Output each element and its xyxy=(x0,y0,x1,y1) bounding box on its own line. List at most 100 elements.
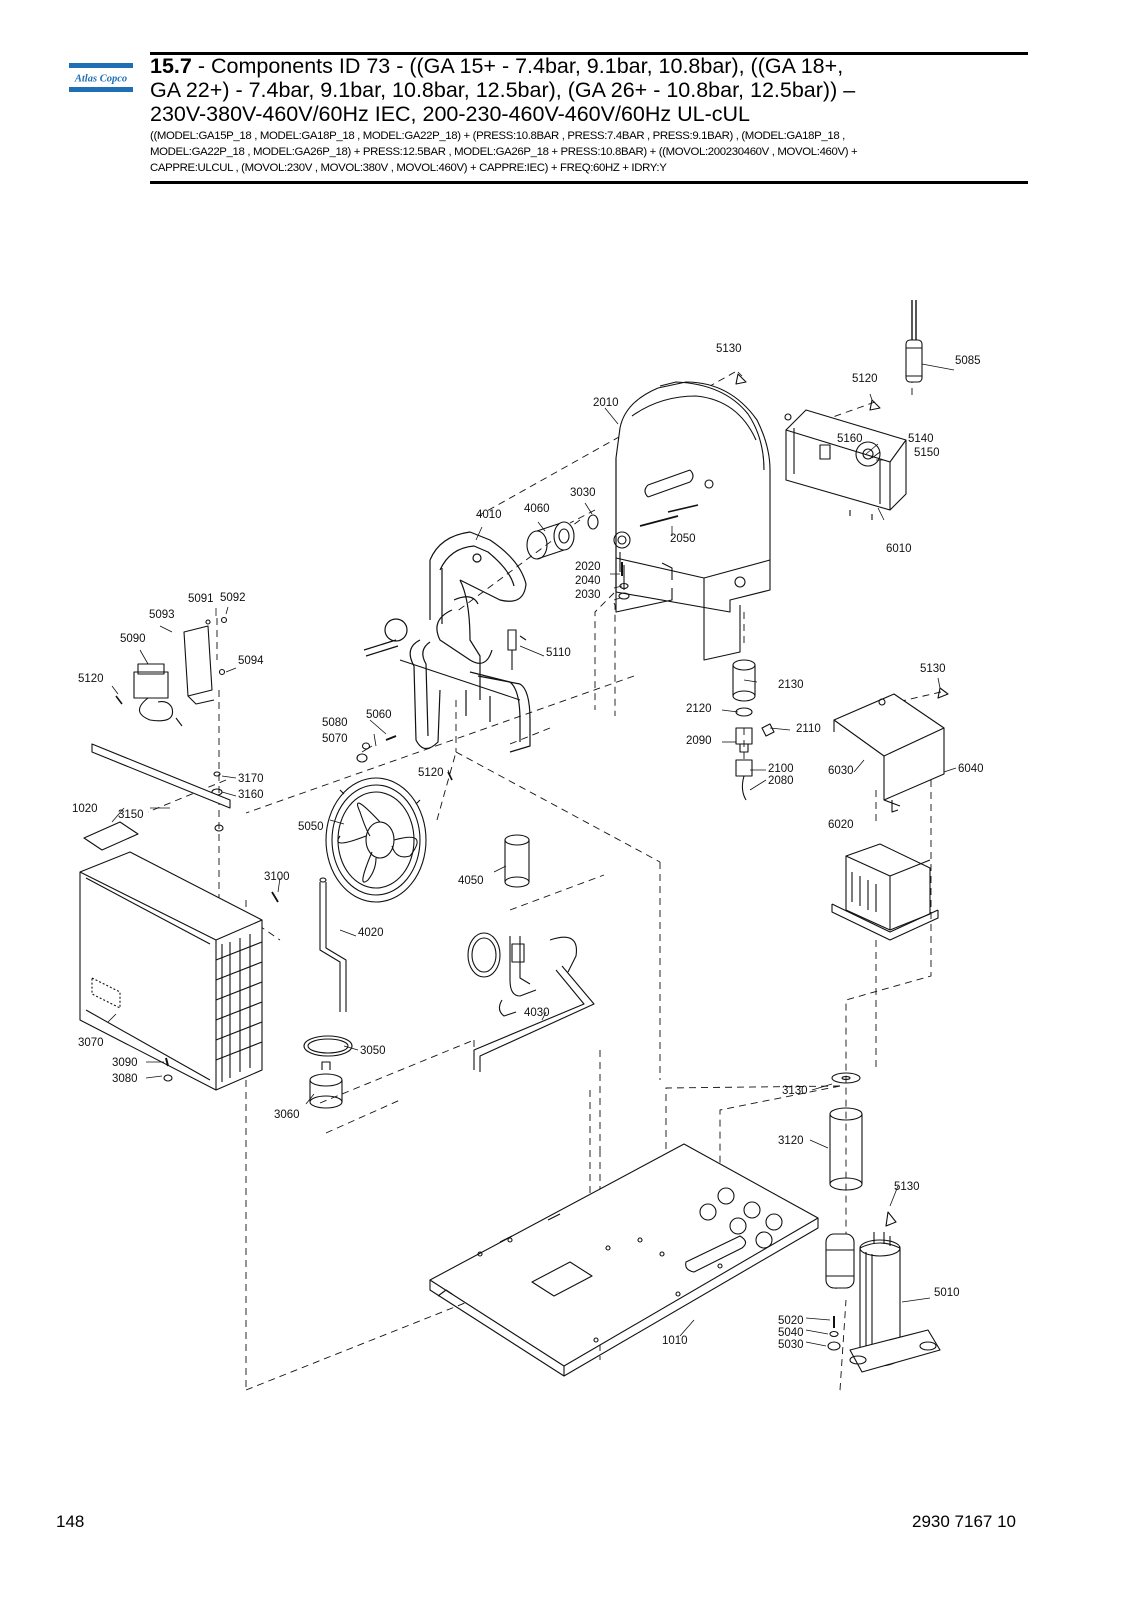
separator-housing-2010 xyxy=(613,381,771,661)
page-number: 148 xyxy=(56,1512,85,1531)
callout-2130: 2130 xyxy=(778,679,804,691)
callout-5130-bottom: 5130 xyxy=(894,1181,920,1193)
callout-4010: 4010 xyxy=(476,509,502,521)
washer-3130 xyxy=(831,1072,861,1084)
callout-labels: 5130 5085 5120 2010 5160 5140 5150 3030 … xyxy=(72,343,984,1351)
callout-3090: 3090 xyxy=(112,1057,138,1069)
callout-3080: 3080 xyxy=(112,1073,138,1085)
pipe-assembly-4030 xyxy=(467,932,595,1072)
callout-3030: 3030 xyxy=(570,487,596,499)
callout-1010: 1010 xyxy=(662,1335,688,1347)
strip-3150 xyxy=(91,743,231,809)
callout-1020: 1020 xyxy=(72,803,98,815)
atlas-copco-logo: Atlas Copco xyxy=(69,62,133,94)
section-number: 15.7 xyxy=(150,54,192,78)
sensor-5085 xyxy=(905,300,923,383)
callout-5130: 5130 xyxy=(716,343,742,355)
filter-drier-3060 xyxy=(309,1061,343,1109)
callout-6030: 6030 xyxy=(828,765,854,777)
screw-5120-left xyxy=(115,695,123,705)
callout-5090: 5090 xyxy=(120,633,146,645)
callout-5010: 5010 xyxy=(934,1287,960,1299)
callout-5140: 5140 xyxy=(908,433,934,445)
sleeve-4050 xyxy=(504,834,530,888)
callout-3160: 3160 xyxy=(238,789,264,801)
valve-5110 xyxy=(507,629,527,670)
callout-2020: 2020 xyxy=(575,561,601,573)
screw-5120-top xyxy=(869,399,881,411)
callout-4020: 4020 xyxy=(358,927,384,939)
tube-3120 xyxy=(829,1107,863,1191)
svg-text:Atlas Copco: Atlas Copco xyxy=(74,74,127,85)
callout-5080: 5080 xyxy=(322,717,348,729)
callout-5092: 5092 xyxy=(220,592,246,604)
callout-2080: 2080 xyxy=(768,775,794,787)
pin-3100 xyxy=(271,891,279,903)
screw-5130-bottom xyxy=(885,1211,897,1227)
screw-5130-top xyxy=(735,373,747,385)
title-line-3: 230V-380V-460V/60Hz IEC, 200-230-460V-46… xyxy=(150,102,750,126)
callout-4060: 4060 xyxy=(524,503,550,515)
fasteners-2020-2030 xyxy=(618,562,630,600)
callout-5060: 5060 xyxy=(366,709,392,721)
callout-3120: 3120 xyxy=(778,1135,804,1147)
pipe-4020 xyxy=(319,877,347,1012)
callout-5020: 5020 xyxy=(778,1315,804,1327)
callout-5050: 5050 xyxy=(298,821,324,833)
callout-5091: 5091 xyxy=(188,593,214,605)
cover-6030 xyxy=(833,693,945,813)
screws-3080-3090 xyxy=(163,1057,173,1082)
callout-5085: 5085 xyxy=(955,355,981,367)
callout-2100: 2100 xyxy=(768,763,794,775)
callout-4030: 4030 xyxy=(524,1007,550,1019)
title-line-2: GA 22+) - 7.4bar, 9.1bar, 10.8bar, 12.5b… xyxy=(150,78,856,102)
base-frame-1010 xyxy=(429,1143,819,1377)
enclosure-6010 xyxy=(784,409,907,520)
bracket-5093 xyxy=(183,616,228,705)
document-number: 2930 7167 10 xyxy=(912,1512,1016,1531)
model-filter: ((MODEL:GA15P_18 , MODEL:GA18P_18 , MODE… xyxy=(150,128,1028,176)
callout-5093: 5093 xyxy=(149,609,175,621)
callout-2110: 2110 xyxy=(796,723,821,735)
clamp-3050 xyxy=(303,1035,353,1057)
header-bottom-rule xyxy=(150,181,1028,184)
callout-2010: 2010 xyxy=(593,397,619,409)
screw-5130-right xyxy=(937,687,949,699)
callout-5120-left: 5120 xyxy=(78,673,104,685)
washer-3030 xyxy=(587,514,599,530)
heat-exchanger-4010 xyxy=(363,531,531,753)
callout-4050: 4050 xyxy=(458,875,484,887)
callout-6010: 6010 xyxy=(886,543,912,555)
callout-3150: 3150 xyxy=(118,809,144,821)
header-top-rule xyxy=(150,52,1028,55)
callout-3060: 3060 xyxy=(274,1109,300,1121)
callout-3170: 3170 xyxy=(238,773,264,785)
callout-5094: 5094 xyxy=(238,655,264,667)
condenser-3070 xyxy=(79,851,263,1091)
callout-5150: 5150 xyxy=(914,447,940,459)
filter-line-2: MODEL:GA22P_18 , MODEL:GA26P_18) + PRESS… xyxy=(150,146,858,158)
callout-3050: 3050 xyxy=(360,1045,386,1057)
title-line-1: - Components ID 73 - ((GA 15+ - 7.4bar, … xyxy=(191,54,844,78)
page-title: 15.7 - Components ID 73 - ((GA 15+ - 7.4… xyxy=(150,54,1028,126)
fan-5050 xyxy=(325,777,427,903)
callout-5130-right: 5130 xyxy=(920,663,946,675)
callout-2030: 2030 xyxy=(575,589,601,601)
callout-2090: 2090 xyxy=(686,735,712,747)
callout-5120: 5120 xyxy=(852,373,878,385)
callout-2040: 2040 xyxy=(575,575,601,587)
label-1020 xyxy=(83,821,139,851)
filter-line-3: CAPPRE:ULCUL , (MOVOL:230V , MOVOL:380V … xyxy=(150,162,667,174)
callout-3130: 3130 xyxy=(782,1085,808,1097)
callout-leaders xyxy=(107,363,957,1347)
callout-2120: 2120 xyxy=(686,703,712,715)
fasteners-5020-5040 xyxy=(827,1316,841,1351)
callout-5030: 5030 xyxy=(778,1339,804,1351)
callout-5160: 5160 xyxy=(837,433,863,445)
transformer-6020 xyxy=(831,843,939,941)
fasteners-5060-5080 xyxy=(356,735,397,763)
callout-3100: 3100 xyxy=(264,871,290,883)
callout-6020: 6020 xyxy=(828,819,854,831)
callout-3070: 3070 xyxy=(78,1037,104,1049)
callout-2050: 2050 xyxy=(670,533,696,545)
